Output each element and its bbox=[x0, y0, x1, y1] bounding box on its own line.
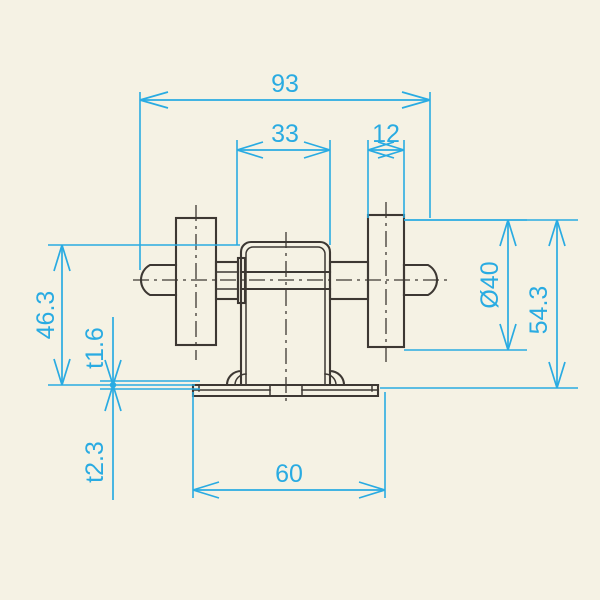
dimension-label-inner-width: 33 bbox=[271, 120, 299, 148]
dimension-label-height-to-base: 46.3 bbox=[32, 291, 60, 340]
part-geometry bbox=[133, 202, 450, 404]
bracket-foot-fillets bbox=[191, 369, 380, 387]
dimension-plate-thickness-1: t1.6 bbox=[81, 317, 200, 390]
dimension-label-plate-thickness-1: t1.6 bbox=[81, 327, 109, 369]
dimension-overall-height: 54.3 bbox=[380, 219, 578, 389]
dimension-overall-width: 93 bbox=[139, 70, 431, 270]
center-lines bbox=[133, 202, 450, 404]
dimension-label-base-width: 60 bbox=[275, 460, 303, 488]
dimension-inner-width: 33 bbox=[236, 120, 331, 245]
dimension-label-roller-diameter: Ø40 bbox=[476, 261, 504, 308]
dimension-roller-diameter: Ø40 bbox=[404, 219, 527, 351]
dimension-height-to-base: 46.3 bbox=[32, 244, 240, 386]
dimension-plate-thickness-2: t2.3 bbox=[81, 384, 122, 500]
dimension-annotations: 93 33 12 bbox=[32, 70, 578, 500]
dimension-label-overall-height: 54.3 bbox=[525, 286, 553, 335]
dimension-label-overall-width: 93 bbox=[271, 70, 299, 98]
dimension-label-roller-thickness: 12 bbox=[372, 120, 400, 148]
dimension-roller-thickness: 12 bbox=[367, 120, 405, 218]
dimension-base-width: 60 bbox=[192, 392, 386, 499]
dimension-label-plate-thickness-2: t2.3 bbox=[81, 441, 109, 483]
